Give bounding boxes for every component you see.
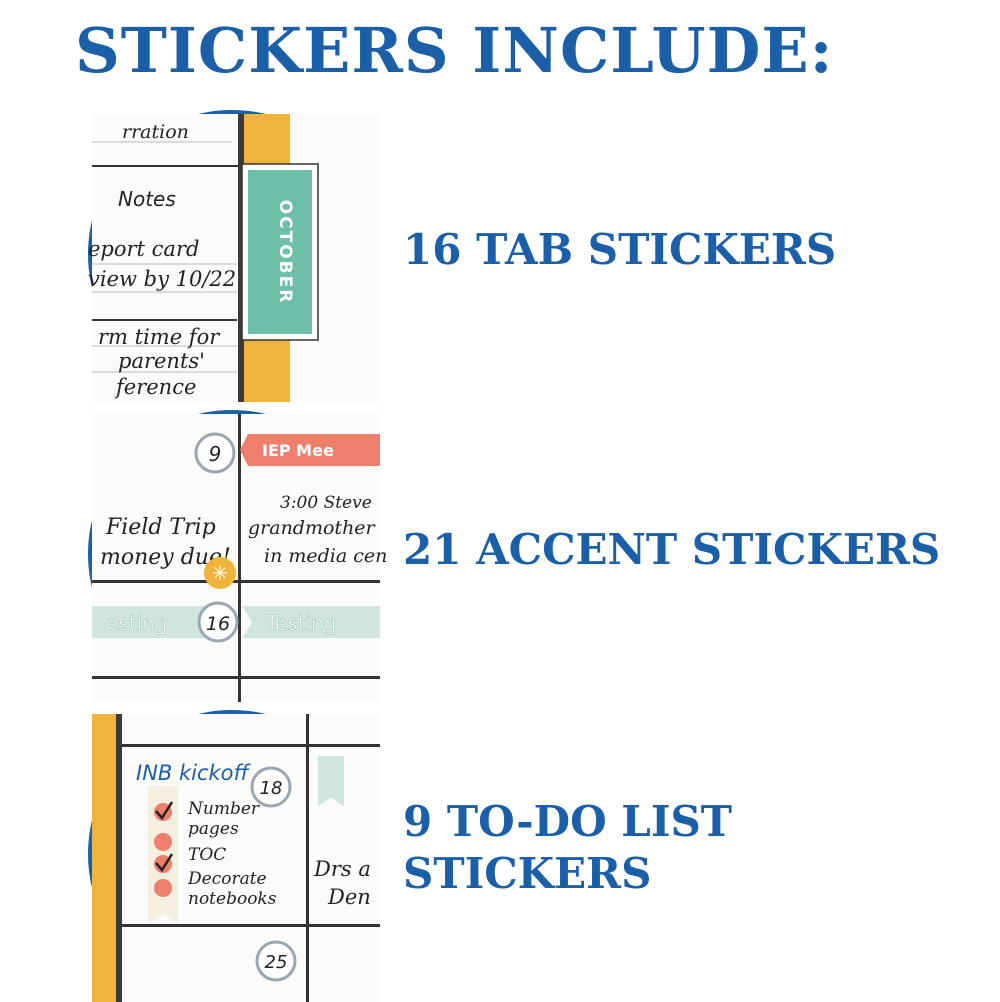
notes-heading: Notes (118, 187, 176, 211)
todo-stickers-label: 9 TO-DO LIST STICKERS (403, 796, 732, 900)
testing-ribbon-right-text: Testing (265, 611, 336, 635)
accent-stickers-label: 21 ACCENT STICKERS (403, 525, 941, 574)
note-line-4: parents' (118, 349, 205, 373)
accent-sticker-sample-image: 9 IEP Mee Field Trip money due! ✳ 3:00 S… (88, 410, 387, 702)
todo-right-line-1: Drs a (313, 857, 371, 881)
note-line-3: rm time for (98, 325, 221, 349)
day-18-number: 18 (260, 778, 283, 799)
todo-item-4: Decorate (187, 869, 267, 889)
left-line-1: Field Trip (105, 515, 216, 540)
day-25-number: 25 (265, 952, 288, 973)
right-line-1: 3:00 Steve (280, 493, 372, 513)
partial-word-text: rration (122, 121, 189, 143)
right-line-3: in media cen (264, 545, 387, 567)
todo-item-3: TOC (188, 845, 226, 865)
note-line-5: ference (114, 375, 196, 399)
note-line-2: view by 10/22 (88, 267, 236, 291)
todo-sticker-sample-image: INB kickoff 18 Number pages TOC Decorate… (88, 710, 380, 1002)
october-tab-text: OCTOBER (275, 200, 295, 305)
page-title: STICKERS INCLUDE: (75, 14, 834, 87)
todo-stickers-label-line-2: STICKERS (403, 849, 652, 898)
tab-sticker-sample-image: rration Notes eport card view by 10/22 r… (88, 110, 380, 402)
right-line-2: grandmother (248, 517, 377, 539)
todo-item-1: Number (187, 799, 260, 819)
day-9-number: 9 (209, 442, 222, 466)
testing-ribbon-left-text: esting (106, 611, 168, 635)
todo-item-5: notebooks (188, 889, 277, 909)
todo-stickers-label-line-1: 9 TO-DO LIST (403, 797, 733, 846)
tab-stickers-label: 16 TAB STICKERS (403, 225, 837, 274)
note-line-1: eport card (88, 237, 199, 261)
iep-banner-text: IEP Mee (262, 441, 334, 460)
todo-right-line-2: Den (327, 885, 371, 909)
todo-item-2: pages (188, 819, 239, 839)
svg-text:✳: ✳ (212, 561, 229, 585)
inb-kickoff-heading: INB kickoff (136, 761, 252, 785)
day-16-number: 16 (206, 613, 230, 635)
